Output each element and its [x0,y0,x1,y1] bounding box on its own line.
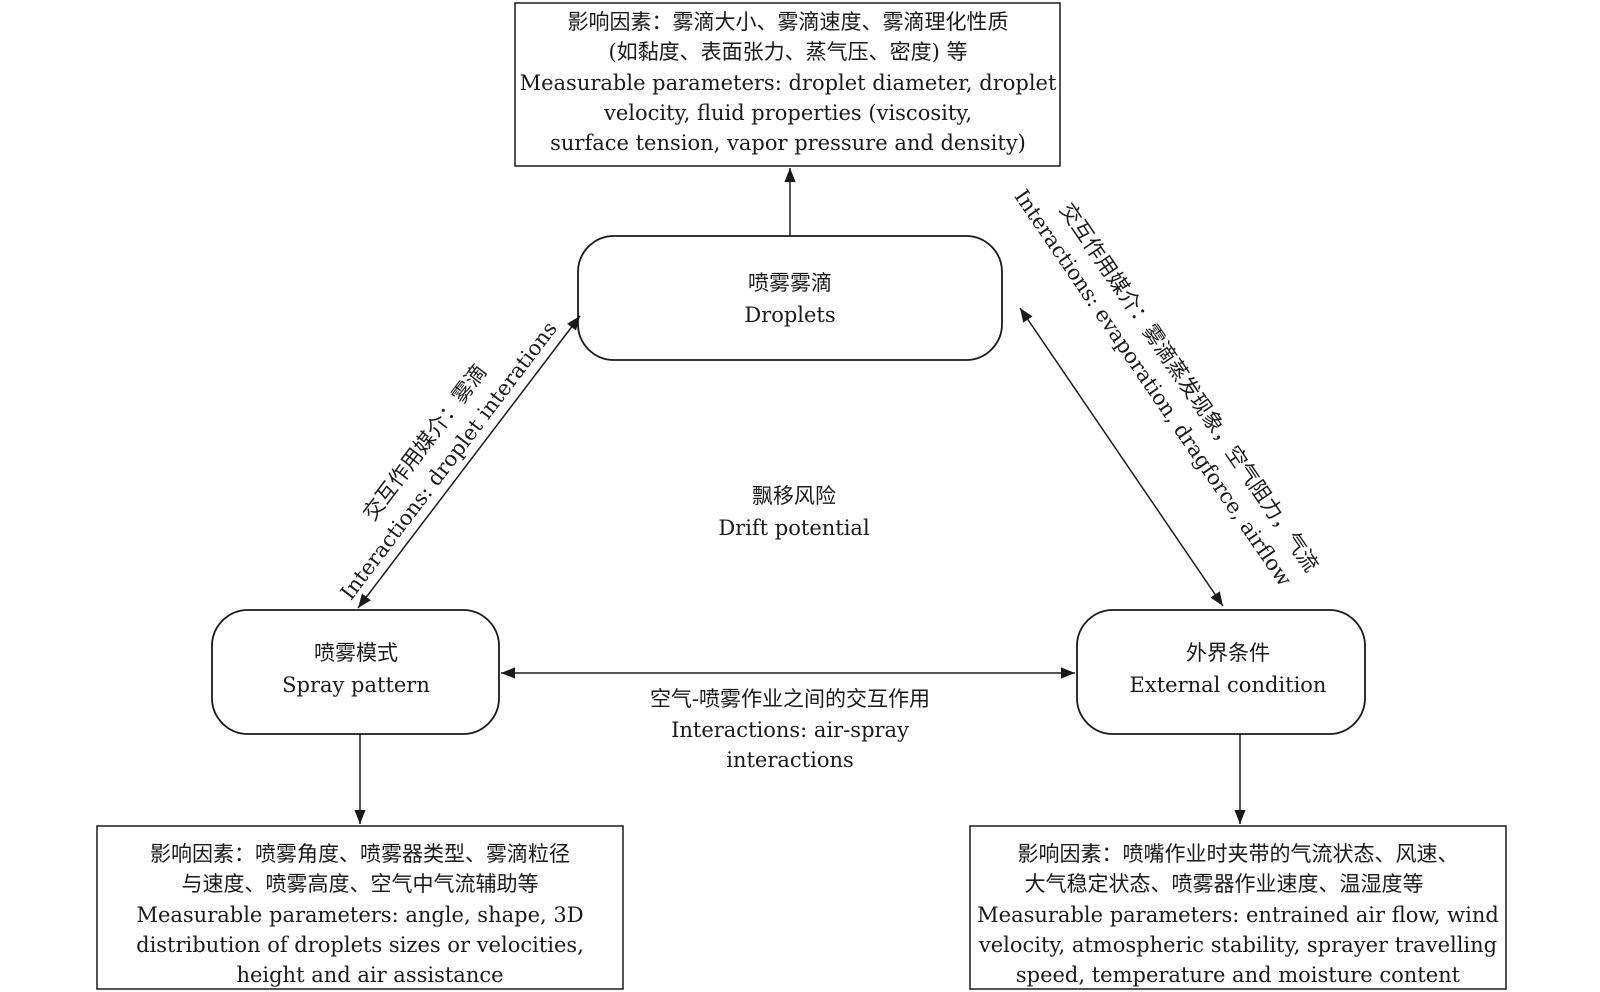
node-droplets-en: Droplets [744,303,835,327]
info-line: speed, temperature and moisture content [1016,963,1461,987]
center-en: Drift potential [718,516,870,540]
bottom-interaction-en-1: Interactions: air-spray [671,718,909,742]
info-line: 与速度、喷雾高度、空气中气流辅助等 [182,872,539,896]
info-box-droplets: 影响因素：雾滴大小、雾滴速度、雾滴理化性质 (如黏度、表面张力、蒸气压、密度) … [514,2,1061,167]
node-spray-pattern: 喷雾模式 Spray pattern [211,609,500,735]
info-box-spray-pattern: 影响因素：喷雾角度、喷雾器类型、雾滴粒径 与速度、喷雾高度、空气中气流辅助等 M… [96,825,624,990]
info-line: Measurable parameters: entrained air flo… [977,903,1499,927]
right-interaction-en: Interactions: evaporation, dragforce, ai… [1009,185,1296,590]
info-line: Measurable parameters: droplet diameter,… [520,71,1057,95]
info-line: 影响因素：喷嘴作业时夹带的气流状态、风速、 [1018,842,1459,866]
info-line: 影响因素：喷雾角度、喷雾器类型、雾滴粒径 [150,842,570,866]
info-line: (如黏度、表面张力、蒸气压、密度) 等 [608,40,967,64]
center-zh: 飘移风险 [752,484,836,508]
info-line: 影响因素：雾滴大小、雾滴速度、雾滴理化性质 [568,10,1009,34]
info-line: height and air assistance [236,963,503,987]
info-line: distribution of droplets sizes or veloci… [136,933,584,957]
label-left-interaction: 交互作用媒介：雾滴 Interactions: droplet interati… [336,317,562,604]
label-right-interaction: 交互作用媒介：雾滴蒸发现象，空气阻力，气流 Interactions: evap… [1009,185,1323,590]
node-external-zh: 外界条件 [1186,641,1270,665]
node-external-en: External condition [1130,673,1327,697]
info-line: surface tension, vapor pressure and dens… [550,131,1026,155]
node-droplets: 喷雾雾滴 Droplets [577,235,1003,361]
node-droplets-zh: 喷雾雾滴 [748,271,832,295]
node-spray-en: Spray pattern [282,673,430,697]
bottom-interaction-en-2: interactions [726,748,854,772]
node-spray-zh: 喷雾模式 [314,641,398,665]
arrow-droplets-external [1019,307,1224,607]
info-line: 大气稳定状态、喷雾器作业速度、温湿度等 [1025,872,1424,896]
left-interaction-en: Interactions: droplet interations [336,317,562,604]
arrow-droplets-spray [357,315,581,609]
info-line: velocity, fluid properties (viscosity, [603,101,972,125]
bottom-interaction-zh: 空气-喷雾作业之间的交互作用 [650,687,930,711]
info-box-external-condition: 影响因素：喷嘴作业时夹带的气流状态、风速、 大气稳定状态、喷雾器作业速度、温湿度… [969,825,1507,990]
info-line: Measurable parameters: angle, shape, 3D [136,903,583,927]
node-external-condition: 外界条件 External condition [1076,609,1366,735]
right-interaction-zh: 交互作用媒介：雾滴蒸发现象，空气阻力，气流 [1055,199,1323,577]
info-line: velocity, atmospheric stability, sprayer… [978,933,1497,957]
